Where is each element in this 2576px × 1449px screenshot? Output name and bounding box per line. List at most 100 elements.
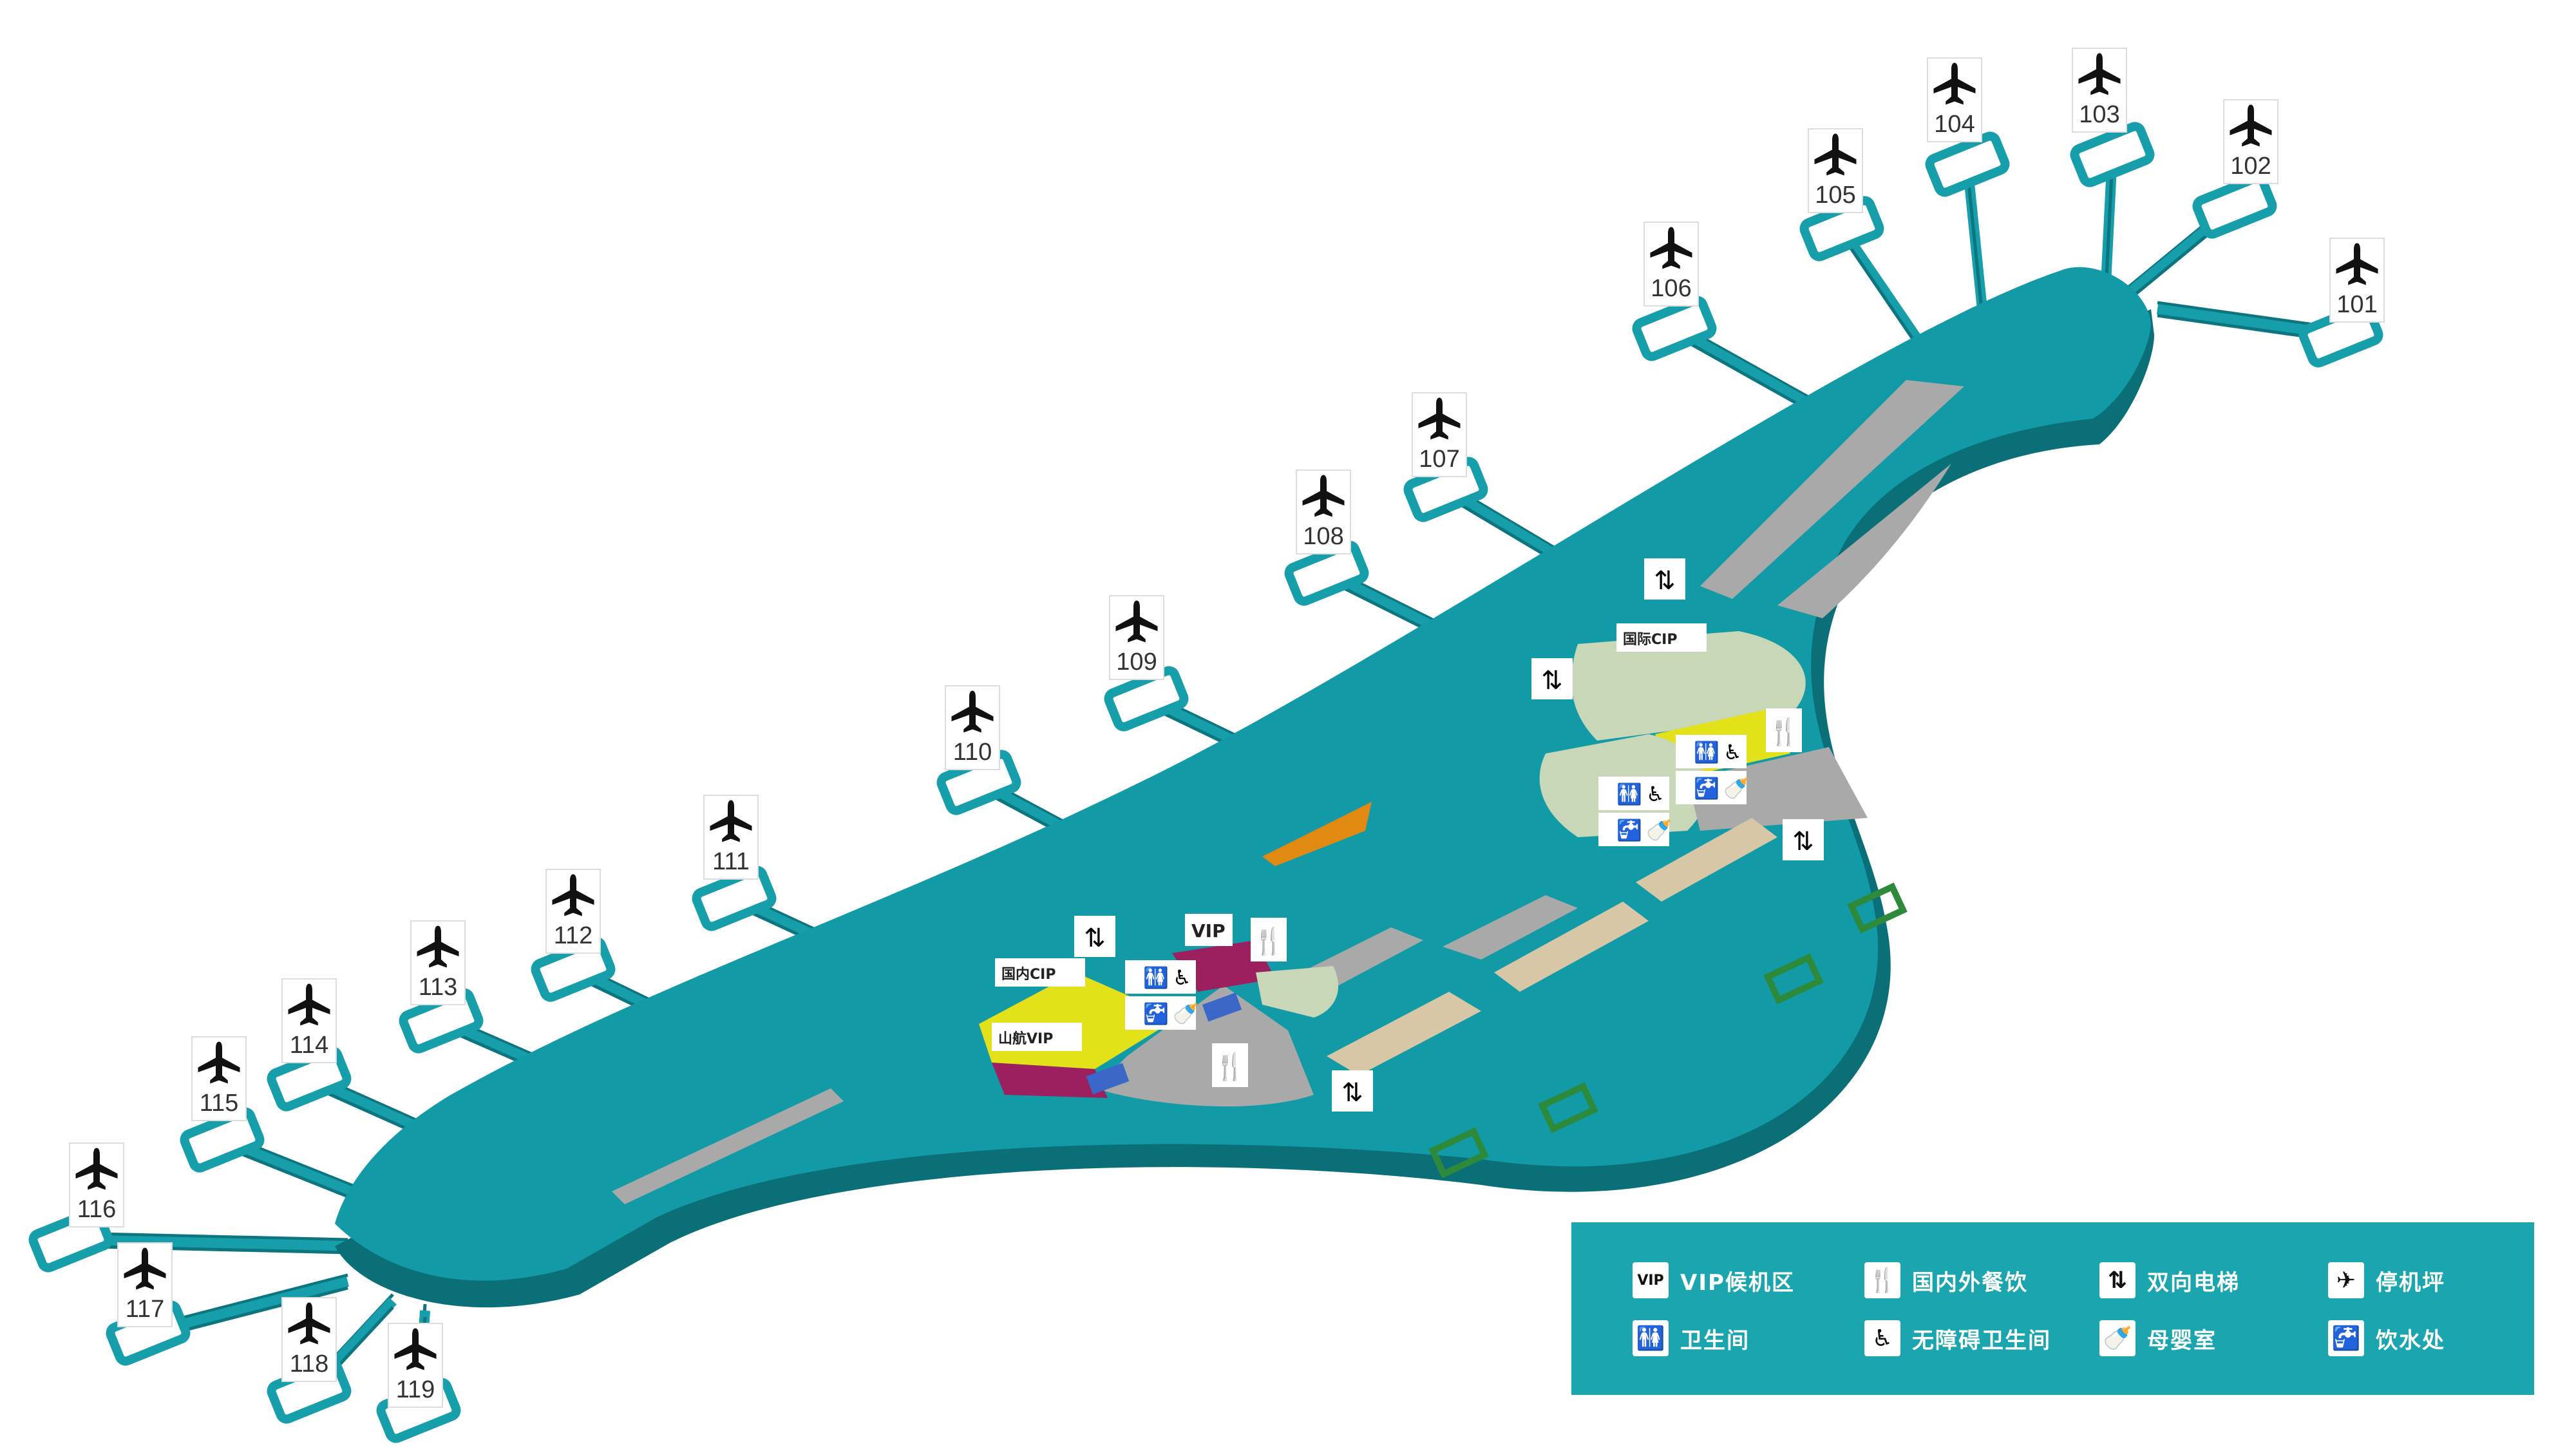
gate-number: 101 xyxy=(2336,291,2377,318)
legend-item: 🚰 饮水处 xyxy=(2328,1319,2445,1358)
nursery-icon: 🍼 xyxy=(2099,1320,2136,1356)
vip-magenta xyxy=(1172,940,1275,992)
domestic-cip-magenta xyxy=(992,1063,1108,1098)
gate-number: 112 xyxy=(554,922,593,949)
gate-number: 113 xyxy=(419,974,458,1001)
gate-number: 103 xyxy=(2079,101,2119,128)
gate-number: 118 xyxy=(290,1350,329,1378)
legend-label: 双向电梯 xyxy=(2147,1269,2240,1296)
legend-item: 🚻 卫生间 xyxy=(1633,1319,1750,1358)
restaurant-icon: 🍴 xyxy=(1768,717,1800,747)
legend-label: VIP候机区 xyxy=(1680,1269,1795,1296)
gate-103[interactable]: 103 xyxy=(2072,48,2127,133)
tan-stairs-3 xyxy=(1636,818,1777,902)
intl-cip-zone xyxy=(1571,631,1806,741)
gate-108[interactable]: 108 xyxy=(1296,469,1351,554)
gate-number: 119 xyxy=(396,1376,435,1403)
accessible-restroom-icon: ♿ xyxy=(1864,1320,1900,1356)
gate-106[interactable]: 106 xyxy=(1643,222,1699,307)
domestic-cip-label: 国内CIP xyxy=(1001,967,1056,983)
legend-label: 饮水处 xyxy=(2376,1327,2445,1354)
restaurant-icon: 🍴 xyxy=(1864,1262,1900,1298)
vip-label: VIP xyxy=(1191,920,1226,942)
gray-zone-domestic xyxy=(1095,985,1314,1107)
escalator-icon: ⇅ xyxy=(1654,566,1676,596)
nursery-icon: 🍼 xyxy=(1173,1001,1198,1026)
gate-markers: 101 102 103 104 105 106 107 108 109 110 111 112 113 1… xyxy=(69,48,2385,1408)
gate-116[interactable]: 116 xyxy=(69,1142,124,1227)
gate-number: 117 xyxy=(126,1296,165,1323)
nursery-icon: 🍼 xyxy=(1646,818,1672,842)
escalator-icon: ⇅ xyxy=(1341,1078,1363,1108)
jet-bridge xyxy=(70,1235,348,1251)
legend-item: ⇅ 双向电梯 xyxy=(2099,1261,2240,1300)
legend-label: 母婴室 xyxy=(2147,1327,2217,1354)
gate-pod xyxy=(1284,540,1369,606)
restroom-icon: 🚻 xyxy=(1143,965,1169,990)
gate-105[interactable]: 105 xyxy=(1808,128,1863,213)
domestic-green xyxy=(1256,966,1339,1018)
gate-109[interactable]: 109 xyxy=(1109,595,1164,680)
gate-113[interactable]: 113 xyxy=(410,920,466,1005)
gray-zone-north-2 xyxy=(1777,464,1951,618)
drinking-water-icon: 🚰 xyxy=(1616,818,1642,842)
gray-zone-center-2 xyxy=(1443,895,1578,960)
gate-pod xyxy=(1925,131,2010,197)
legend-label: 停机坪 xyxy=(2376,1269,2445,1296)
info-desk-2 xyxy=(1202,992,1242,1022)
gate-101[interactable]: 101 xyxy=(2329,238,2385,323)
escalator-icon: ⇅ xyxy=(1084,923,1106,953)
gate-number: 107 xyxy=(1419,446,1459,473)
restaurant-icon: 🍴 xyxy=(1253,926,1285,956)
escalator-icon: ⇅ xyxy=(2099,1262,2136,1298)
legend-item: ♿无障碍卫生间 xyxy=(1864,1319,2051,1358)
gate-pod xyxy=(1104,666,1189,732)
gate-pod xyxy=(180,1107,265,1173)
gate-118[interactable]: 118 xyxy=(281,1297,337,1382)
gate-pod xyxy=(2070,122,2155,187)
legend-label: 卫生间 xyxy=(1680,1327,1750,1354)
gate-102[interactable]: 102 xyxy=(2223,99,2278,184)
gate-number: 108 xyxy=(1303,523,1343,550)
gate-104[interactable]: 104 xyxy=(1927,57,1982,142)
gate-115[interactable]: 115 xyxy=(191,1036,247,1121)
jet-bridge xyxy=(2104,160,2114,290)
gray-zone-south xyxy=(612,1088,844,1204)
gate-pod xyxy=(1632,296,1717,361)
jet-bridge xyxy=(70,1231,348,1242)
restroom-icon: 🚻 xyxy=(1633,1320,1669,1356)
legend-item: 🍼 母婴室 xyxy=(2099,1319,2217,1358)
jet-bridge xyxy=(70,1244,348,1255)
gate-number: 114 xyxy=(290,1032,329,1059)
terminal-floor xyxy=(335,267,2151,1281)
gate-111[interactable]: 111 xyxy=(703,795,759,880)
gate-number: 105 xyxy=(1815,182,1855,209)
gate-117[interactable]: 117 xyxy=(117,1242,173,1327)
gate-number: 109 xyxy=(1116,649,1157,676)
gate-pod xyxy=(692,866,777,931)
gate-114[interactable]: 114 xyxy=(281,978,337,1063)
gate-110[interactable]: 110 xyxy=(945,685,1000,770)
gate-number: 106 xyxy=(1651,275,1691,302)
accessible-icon: ♿ xyxy=(1723,740,1742,764)
gray-zone-north xyxy=(1700,380,1964,599)
legend-item: 🍴国内外餐饮 xyxy=(1864,1261,2028,1300)
orange-zone xyxy=(1262,802,1372,866)
drinking-water-icon: 🚰 xyxy=(1694,776,1719,800)
restroom-icon: 🚻 xyxy=(1694,740,1719,764)
intl-cip-label: 国际CIP xyxy=(1623,632,1677,648)
gate-number: 111 xyxy=(712,848,750,875)
drinking-water-icon: 🚰 xyxy=(2328,1320,2364,1356)
gate-107[interactable]: 107 xyxy=(1412,392,1467,477)
gate-112[interactable]: 112 xyxy=(545,869,601,954)
gate-number: 102 xyxy=(2230,153,2271,180)
shanhang-vip-label: 山航VIP xyxy=(998,1030,1053,1047)
gate-119[interactable]: 119 xyxy=(388,1323,443,1408)
gate-number: 104 xyxy=(1934,111,1975,138)
gate-number: 115 xyxy=(200,1090,239,1117)
gate-pod xyxy=(2192,173,2277,239)
restaurant-icon: 🍴 xyxy=(1214,1052,1246,1082)
